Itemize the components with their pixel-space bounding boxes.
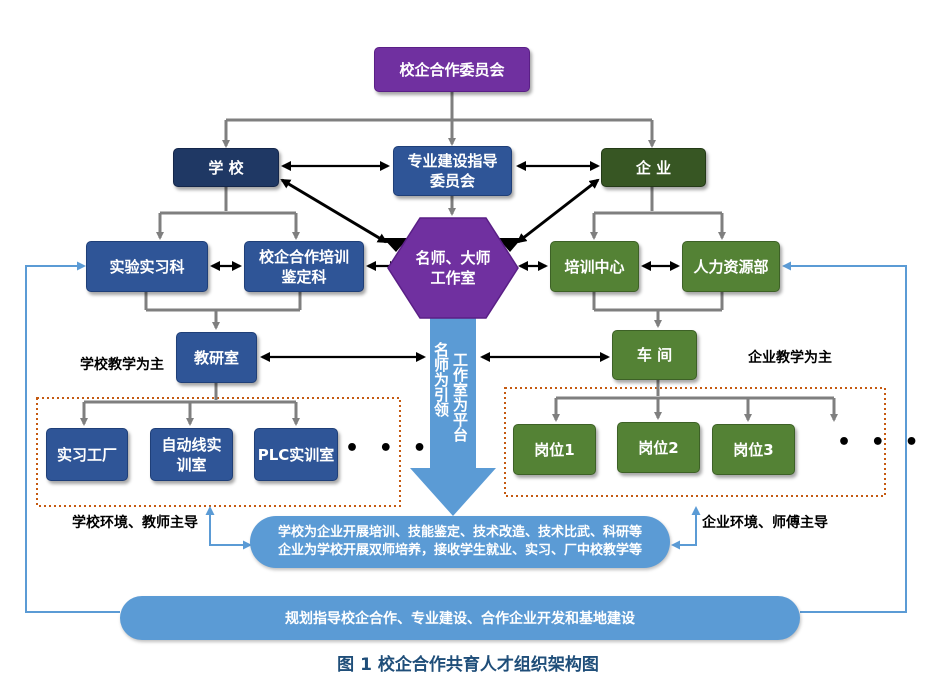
school-rooms-frame [36,397,401,507]
auto-line-room: 自动线实 训室 [150,428,233,481]
master-studio: 名师、大师 工作室 [415,249,491,287]
school-node: 学 校 [173,148,279,187]
enterprise-environment-label: 企业环境、师傅主导 [702,515,828,531]
arrow-text-leader: 名师为引领 [432,342,450,417]
post-3: 岗位3 [712,424,795,475]
post-1: 岗位1 [513,424,596,475]
platform-arrow [410,318,496,516]
lab-practice-dept: 实验实习科 [86,241,208,292]
enterprise-node: 企 业 [601,148,706,187]
school-enterprise-committee: 校企合作委员会 [374,47,530,92]
post-2: 岗位2 [617,422,700,473]
studio-hexagon [387,217,519,319]
teaching-research-office: 教研室 [176,332,257,383]
hr-dept: 人力资源部 [682,241,780,292]
arrow-text-platform: 工作室为平台 [451,352,469,442]
workshop-node: 车 间 [612,330,697,380]
practice-factory: 实习工厂 [46,428,128,481]
training-appraisal-dept: 校企合作培训 鉴定科 [244,241,364,292]
school-more-dots: • • • [345,436,433,461]
enterprise-posts-frame [504,387,886,497]
plc-room: PLC实训室 [254,428,338,481]
enterprise-more-dots: • • • [837,430,925,455]
cooperation-pill: 学校为企业开展培训、技能鉴定、技术改造、技术比武、科研等 企业为学校开展双师培养… [250,516,670,568]
planning-pill: 规划指导校企合作、专业建设、合作企业开发和基地建设 [120,596,800,640]
major-guidance-committee: 专业建设指导 委员会 [393,146,512,196]
school-environment-label: 学校环境、教师主导 [72,515,198,531]
school-teaching-label: 学校教学为主 [80,357,164,373]
figure-caption: 图 1 校企合作共育人才组织架构图 [337,655,599,675]
enterprise-teaching-label: 企业教学为主 [748,350,832,366]
training-center: 培训中心 [550,241,639,292]
